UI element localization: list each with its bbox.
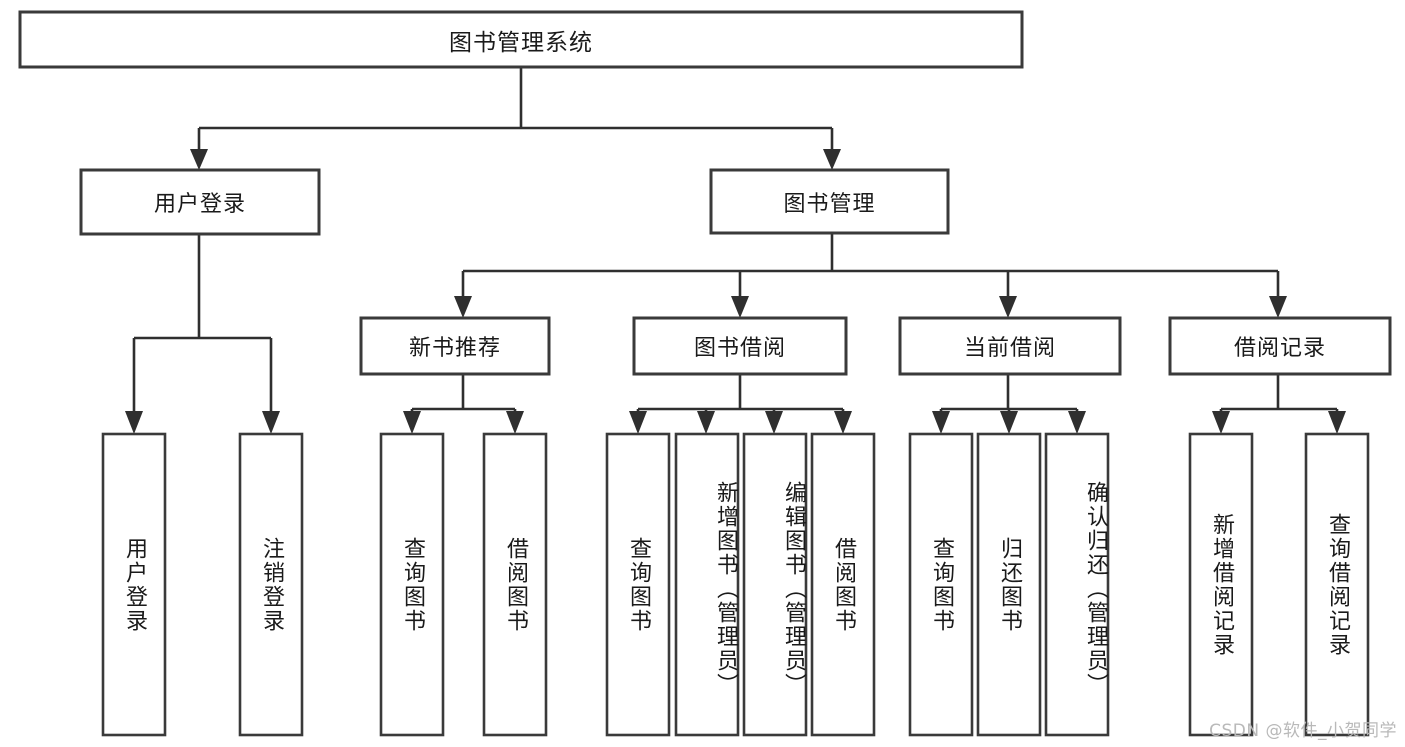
arrowhead-leaf-add-record <box>1212 411 1230 434</box>
arrowhead-leaf-query-book-2 <box>629 411 647 434</box>
arrowhead-leaf-query-record <box>1328 411 1346 434</box>
node-leaf-query-book-2[interactable] <box>605 432 671 737</box>
node-leaf-query-book-1[interactable] <box>379 432 445 737</box>
arrowhead-leaf-edit-book <box>765 411 783 434</box>
arrowhead-new-book-recommend <box>454 296 472 318</box>
node-leaf-query-book-3[interactable] <box>908 432 974 737</box>
arrowhead-leaf-borrow-book-1 <box>506 411 524 434</box>
arrowhead-borrow-record <box>1269 296 1287 318</box>
node-current-borrow[interactable] <box>898 316 1122 376</box>
node-leaf-borrow-book-1[interactable] <box>482 432 548 737</box>
node-leaf-query-record[interactable] <box>1304 432 1370 737</box>
node-book-borrow[interactable] <box>632 316 848 376</box>
connector-layer <box>125 67 1346 434</box>
arrowhead-user-login <box>190 149 208 170</box>
node-leaf-add-book[interactable] <box>674 432 740 737</box>
node-leaf-confirm-return[interactable] <box>1044 432 1110 737</box>
arrowhead-current-borrow <box>999 296 1017 318</box>
arrowhead-leaf-user-logout <box>262 411 280 434</box>
node-leaf-add-record[interactable] <box>1188 432 1254 737</box>
arrowhead-book-management <box>823 149 841 170</box>
node-leaf-user-logout[interactable] <box>238 432 304 737</box>
box-layer <box>18 10 1392 737</box>
node-book-management[interactable] <box>709 168 950 235</box>
arrowhead-leaf-borrow-book-2 <box>834 411 852 434</box>
node-leaf-edit-book[interactable] <box>742 432 808 737</box>
node-root[interactable] <box>18 10 1024 69</box>
arrowhead-leaf-query-book-3 <box>932 411 950 434</box>
arrowhead-leaf-user-login <box>125 411 143 434</box>
node-borrow-record[interactable] <box>1168 316 1392 376</box>
arrowhead-leaf-add-book <box>697 411 715 434</box>
node-leaf-return-book[interactable] <box>976 432 1042 737</box>
arrowhead-leaf-return-book <box>1000 411 1018 434</box>
node-user-login[interactable] <box>79 168 321 236</box>
arrowhead-leaf-query-book-1 <box>403 411 421 434</box>
arrowhead-book-borrow <box>731 296 749 318</box>
arrowhead-leaf-confirm-return <box>1068 411 1086 434</box>
node-leaf-borrow-book-2[interactable] <box>810 432 876 737</box>
node-leaf-user-login[interactable] <box>101 432 167 737</box>
node-new-book-recommend[interactable] <box>359 316 551 376</box>
